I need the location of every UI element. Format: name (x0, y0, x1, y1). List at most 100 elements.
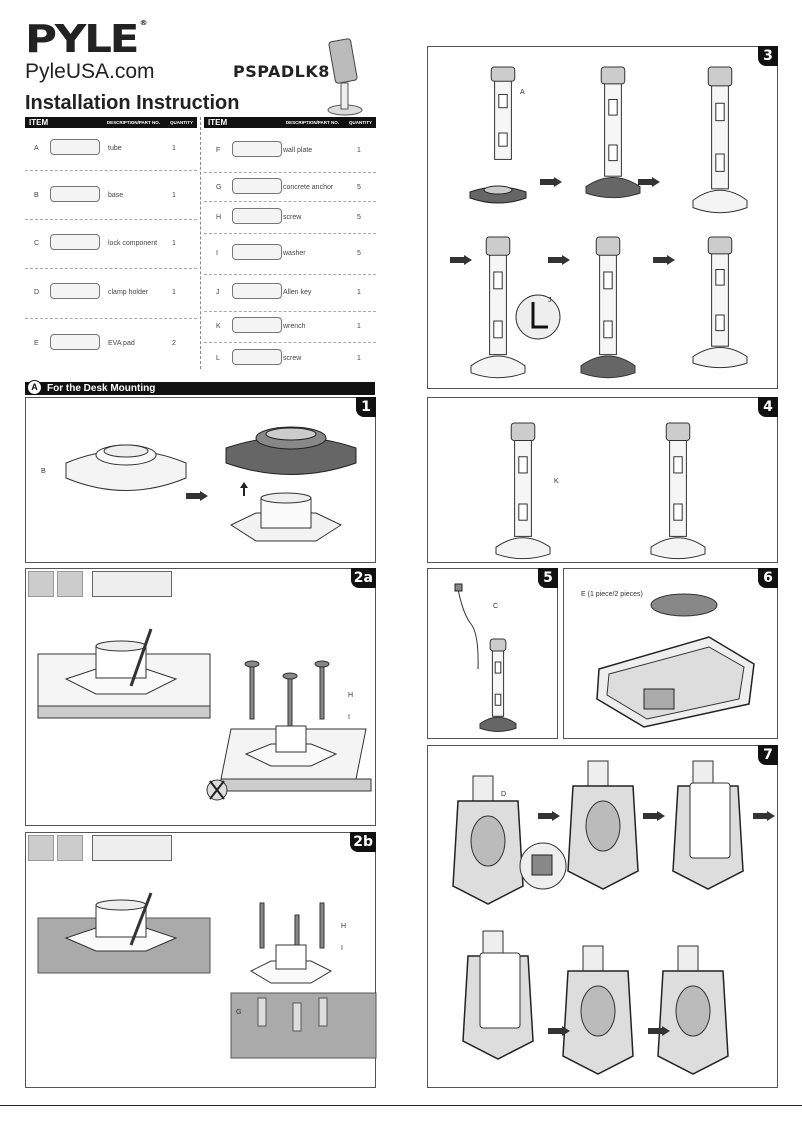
item-description: clamp holder (108, 288, 149, 296)
model-number: PSPADLK8 (233, 62, 330, 81)
label-b: B (41, 468, 46, 475)
section-title: For the Desk Mounting (47, 383, 156, 394)
label-h: H (348, 692, 354, 699)
clamp-holder-illustration (452, 775, 524, 905)
parts-row: K wrench 1 (204, 317, 376, 333)
row-divider (204, 201, 376, 202)
row-divider (204, 311, 376, 312)
eva-pad-illustration (650, 593, 718, 617)
section-header: For the Desk Mounting (25, 382, 375, 395)
item-letter: L (216, 354, 220, 362)
label-a: A (520, 89, 525, 96)
item-letter: F (216, 146, 221, 154)
clamp-holder-illustration (562, 945, 634, 1075)
label-c: C (493, 603, 499, 610)
part-icon (50, 186, 100, 202)
parts-row: I washer 5 (204, 244, 376, 260)
table-header-left: ITEM DESCRIPTION/PART NO. QUANTITY (25, 117, 197, 128)
no-drill-through-icon (206, 779, 228, 801)
label-k: K (554, 478, 559, 485)
header-item: ITEM (208, 118, 228, 127)
step-4-panel: 4 K (427, 397, 778, 563)
wood-desk-marking-illustration (37, 628, 211, 719)
item-quantity: 1 (357, 146, 361, 154)
item-quantity: 2 (172, 339, 176, 347)
parts-row: F wall plate 1 (204, 141, 376, 157)
item-description: base (108, 191, 124, 199)
row-divider (25, 170, 197, 171)
item-description: tube (108, 144, 122, 152)
stand-illustration (479, 638, 517, 732)
tools-required (28, 835, 172, 861)
part-icon (232, 208, 282, 224)
item-letter: H (216, 213, 222, 221)
arrow-right-icon (548, 255, 570, 265)
row-divider (25, 219, 197, 220)
parts-row: H screw 5 (204, 208, 376, 224)
concrete-marking-illustration (37, 892, 211, 974)
item-description: Allen key (283, 288, 312, 296)
item-description: screw (283, 354, 302, 362)
label-i: I (348, 714, 350, 721)
stand-illustration (580, 236, 636, 379)
item-description: screw (283, 213, 302, 221)
step-1-panel: 1 B (25, 397, 376, 563)
item-description: concrete anchor (283, 183, 334, 191)
item-quantity: 5 (357, 183, 361, 191)
part-icon (232, 317, 282, 333)
row-divider (204, 172, 376, 173)
step-3-panel: 3 A J (427, 46, 778, 389)
parts-row: B base 1 (25, 186, 197, 202)
allen-key-detail-circle (515, 294, 561, 340)
clamp-holder-illustration (567, 760, 639, 890)
item-quantity: 1 (357, 354, 361, 362)
lock-detail-circle (519, 842, 567, 890)
stand-illustration (650, 422, 706, 560)
item-letter: G (216, 183, 222, 191)
pencil-icon (28, 835, 54, 861)
parts-row: A tube 1 (25, 139, 197, 155)
arrow-right-icon (450, 255, 472, 265)
registered-mark: ® (139, 19, 148, 27)
step-badge: 2b (350, 832, 376, 852)
row-divider (204, 274, 376, 275)
step-2b-panel: 2b H I G (25, 832, 377, 1088)
part-icon (232, 141, 282, 157)
part-icon (50, 334, 100, 350)
lock-cable-illustration (454, 583, 479, 670)
item-quantity: 1 (172, 239, 176, 247)
pencil-icon (28, 571, 54, 597)
pyle-logo: PYLE® (25, 19, 148, 59)
item-letter: I (216, 249, 218, 257)
clamp-holder-illustration (672, 760, 744, 890)
screw-mounting-illustration (220, 660, 372, 792)
arrow-right-icon (648, 1026, 670, 1036)
stand-illustration (490, 66, 516, 160)
row-divider (204, 342, 376, 343)
arrow-right-icon (643, 811, 665, 821)
item-description: wrench (283, 322, 306, 330)
part-icon (232, 244, 282, 260)
table-header-right: ITEM DESCRIPTION/PART NO. QUANTITY (204, 117, 376, 128)
label-h: H (341, 923, 347, 930)
clamp-holder-illustration (657, 945, 729, 1075)
item-letter: C (34, 239, 40, 247)
label-g: G (236, 1009, 242, 1016)
base-part-illustration (469, 185, 527, 204)
base-dark-illustration (225, 426, 357, 475)
stand-illustration (692, 236, 748, 369)
part-icon (232, 178, 282, 194)
item-quantity: 1 (357, 288, 361, 296)
header-quantity: QUANTITY (349, 120, 372, 125)
step-7-panel: 7 D (427, 745, 778, 1088)
tools-required (28, 571, 172, 597)
label-j: J (548, 297, 552, 304)
item-letter: D (34, 288, 40, 296)
row-divider (25, 268, 197, 269)
stand-illustration (692, 66, 748, 214)
stand-illustration (470, 236, 526, 379)
parts-row: D clamp holder 1 (25, 283, 197, 299)
clamp-holder-illustration (596, 636, 755, 728)
item-description: washer (283, 249, 306, 257)
step-badge: 7 (758, 745, 778, 765)
